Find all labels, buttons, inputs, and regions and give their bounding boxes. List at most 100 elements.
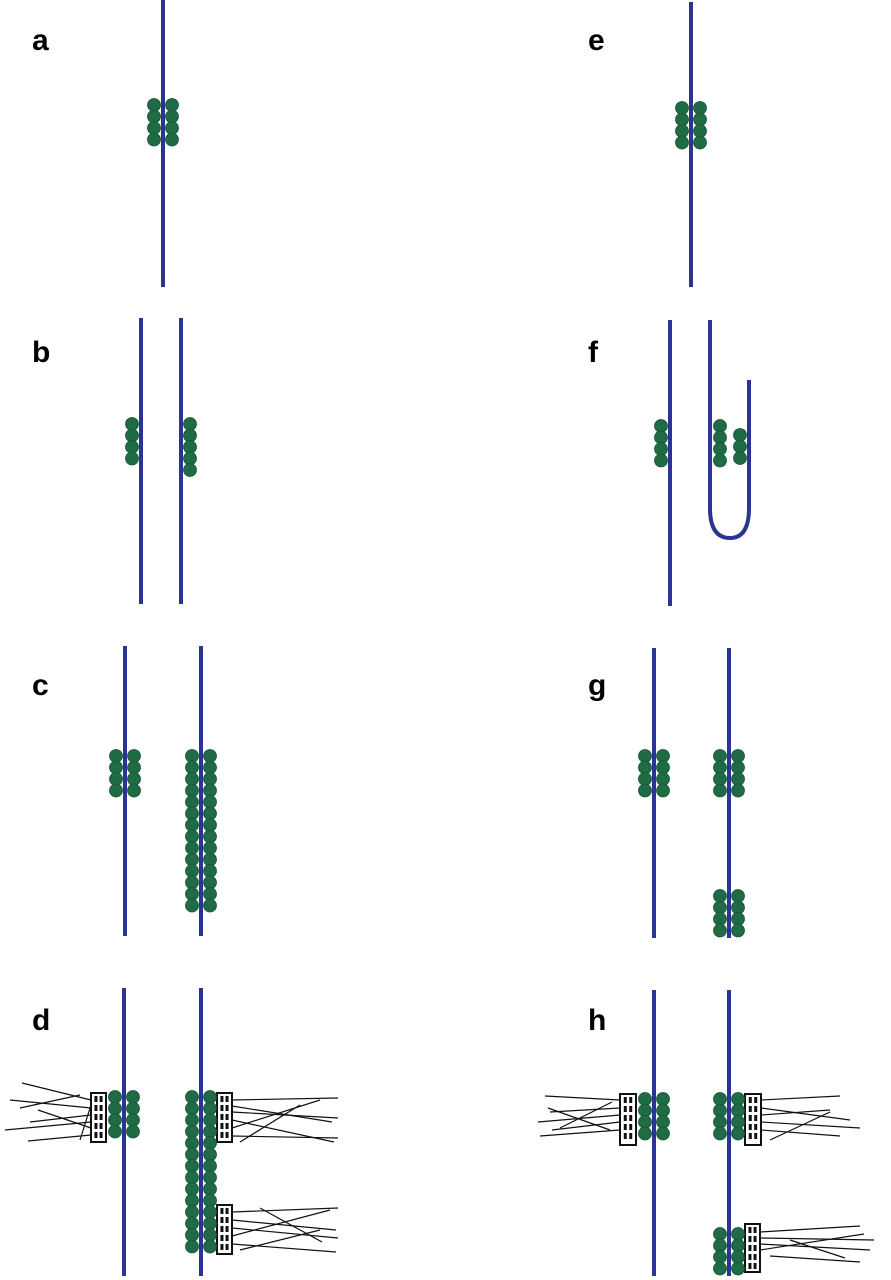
protein-bead — [185, 1170, 199, 1185]
protein-bead — [638, 760, 652, 775]
protein-bead — [109, 783, 123, 798]
microtubule-fiber — [231, 1097, 339, 1101]
microtubule-fiber — [760, 1109, 831, 1116]
protein-bead — [183, 417, 197, 431]
microtubule-fiber — [759, 1225, 861, 1233]
protein-bead — [675, 101, 689, 115]
microtubule-fiber — [231, 1243, 337, 1253]
protein-bead — [656, 1092, 670, 1106]
protein-bead — [733, 428, 747, 442]
chromatid-loop — [708, 320, 751, 541]
protein-bead — [165, 121, 179, 135]
microtubule-fiber — [231, 1099, 321, 1129]
protein-bead — [185, 772, 199, 786]
protein-bead — [185, 1239, 199, 1254]
protein-bead — [654, 442, 668, 456]
protein-bead — [656, 1115, 670, 1129]
protein-bead — [185, 875, 199, 890]
microtubule-fiber — [544, 1095, 621, 1101]
protein-bead — [183, 463, 197, 477]
protein-bead — [713, 749, 727, 763]
protein-bead — [713, 889, 727, 903]
protein-bead — [731, 900, 745, 915]
chromatid-layer — [122, 0, 751, 1276]
protein-bead — [183, 451, 197, 466]
protein-bead — [185, 841, 199, 855]
microtubule-fiber — [231, 1227, 339, 1239]
panel-label-c: c — [32, 669, 49, 702]
microtubule-layer — [4, 1082, 875, 1263]
protein-bead — [656, 760, 670, 775]
protein-bead — [713, 419, 727, 433]
protein-bead — [203, 1090, 217, 1104]
protein-bead — [638, 1115, 652, 1129]
protein-bead — [203, 749, 217, 763]
panel-label-e: e — [588, 24, 605, 57]
protein-bead — [127, 772, 141, 786]
protein-bead — [203, 1113, 217, 1127]
protein-bead — [127, 783, 141, 798]
protein-bead — [127, 749, 141, 763]
protein-bead — [125, 428, 139, 443]
protein-bead — [185, 1113, 199, 1127]
protein-bead — [108, 1090, 122, 1104]
microtubule-fiber — [259, 1207, 323, 1243]
protein-bead — [165, 109, 179, 124]
microtubule-fiber — [239, 1104, 301, 1143]
protein-bead — [203, 1124, 217, 1139]
microtubule-fiber — [769, 1111, 831, 1141]
panel-label-h: h — [588, 1004, 606, 1037]
microtubule-fiber — [551, 1121, 621, 1131]
microtubule-fiber — [27, 1134, 92, 1142]
protein-bead — [165, 132, 179, 147]
microtubule-fiber — [789, 1239, 846, 1259]
protein-bead — [126, 1090, 140, 1104]
protein-bead — [203, 1239, 217, 1254]
protein-bead — [713, 923, 727, 938]
protein-bead — [203, 795, 217, 809]
microtubule-fiber — [760, 1129, 841, 1137]
protein-bead — [127, 760, 141, 775]
protein-bead — [713, 1261, 727, 1276]
protein-bead — [203, 875, 217, 890]
protein-bead — [203, 1170, 217, 1185]
protein-bead — [713, 453, 727, 468]
protein-bead — [185, 852, 199, 867]
microtubule-fiber — [9, 1099, 92, 1109]
panel-label-b: b — [32, 336, 50, 369]
protein-layer — [108, 98, 747, 1276]
protein-bead — [733, 439, 747, 454]
protein-bead — [733, 451, 747, 465]
protein-bead — [203, 829, 217, 844]
protein-bead — [656, 1103, 670, 1118]
microtubule-fiber — [759, 1243, 871, 1251]
protein-bead — [109, 772, 123, 786]
protein-bead — [675, 112, 689, 127]
protein-bead — [203, 760, 217, 775]
protein-bead — [185, 1159, 199, 1173]
protein-bead — [185, 829, 199, 844]
microtubule-fiber — [760, 1121, 861, 1129]
protein-bead — [638, 1126, 652, 1141]
protein-bead — [656, 1126, 670, 1141]
protein-bead — [731, 1092, 745, 1106]
protein-bead — [731, 1261, 745, 1276]
protein-bead — [125, 440, 139, 454]
microtubule-fiber — [21, 1082, 92, 1101]
protein-bead — [109, 749, 123, 763]
microtubule-fiber — [79, 1104, 92, 1141]
protein-bead — [185, 818, 199, 832]
protein-bead — [185, 1101, 199, 1116]
protein-bead — [675, 135, 689, 150]
protein-bead — [731, 1115, 745, 1129]
protein-bead — [203, 1147, 217, 1162]
protein-bead — [185, 864, 199, 878]
protein-bead — [713, 1250, 727, 1264]
protein-bead — [731, 749, 745, 763]
protein-bead — [185, 1205, 199, 1219]
protein-bead — [731, 1103, 745, 1118]
protein-bead — [165, 98, 179, 112]
protein-bead — [675, 124, 689, 138]
protein-bead — [713, 783, 727, 798]
protein-bead — [203, 864, 217, 878]
